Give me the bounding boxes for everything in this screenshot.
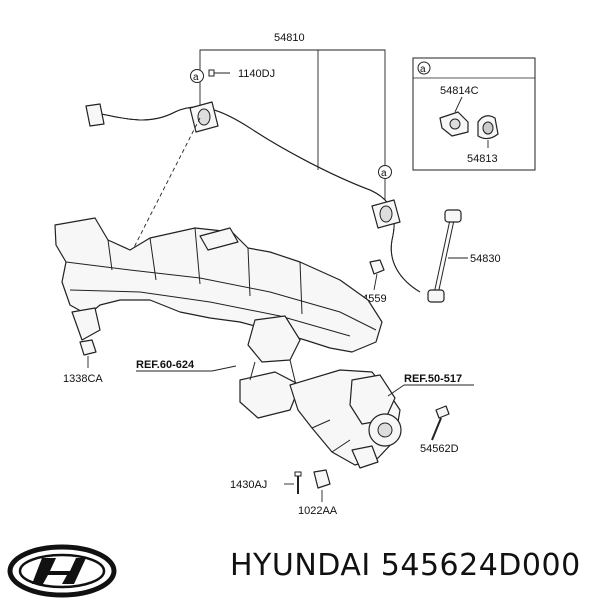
label-54810: 54810 [274, 32, 305, 44]
label-54562d: 54562D [420, 443, 459, 455]
footer-caption: HYUNDAI 545624D000 [230, 548, 590, 583]
nut-1338ca-icon [79, 339, 97, 356]
label-54813: 54813 [467, 153, 498, 165]
svg-text:a: a [193, 72, 199, 83]
marker-a-left: a [190, 69, 204, 83]
label-ref-50-517: REF.50-517 [404, 373, 462, 385]
bolt-54562d-icon [431, 405, 450, 441]
label-54810-group: 54810 [199, 32, 386, 170]
nut-1022aa-icon [313, 469, 331, 489]
label-54830: 54830 [470, 253, 501, 265]
label-1430aj: 1430AJ [230, 479, 267, 491]
label-ref-60-624: REF.60-624 [136, 359, 195, 371]
subframe [54, 217, 383, 419]
label-1140dj: 1140DJ [238, 68, 275, 80]
lower-control-arm [289, 369, 402, 469]
bolt-1140dj-icon [208, 69, 230, 77]
hyundai-logo-icon [7, 544, 117, 598]
part-number: 545624D000 [380, 548, 581, 583]
svg-text:a: a [420, 64, 426, 75]
nut-54559-icon [369, 259, 385, 275]
stabilizer-link-54830 [427, 209, 462, 303]
bushing-54813-icon [477, 115, 499, 140]
stabilizer-bar [85, 101, 421, 293]
marker-a-right: a [378, 165, 392, 200]
label-1338ca: 1338CA [63, 373, 103, 385]
bushing-left-icon [189, 101, 219, 133]
label-1022aa: 1022AA [298, 505, 338, 517]
leader-54810 [199, 49, 386, 165]
inset-box: a 54814C 54813 [412, 57, 536, 171]
brand-name: HYUNDAI [230, 548, 371, 583]
label-54814c: 54814C [440, 85, 479, 97]
bolt-1430aj-icon [294, 471, 302, 494]
bracket-54814c-icon [439, 111, 469, 137]
bushing-right-icon [371, 199, 401, 229]
svg-text:a: a [381, 168, 387, 179]
